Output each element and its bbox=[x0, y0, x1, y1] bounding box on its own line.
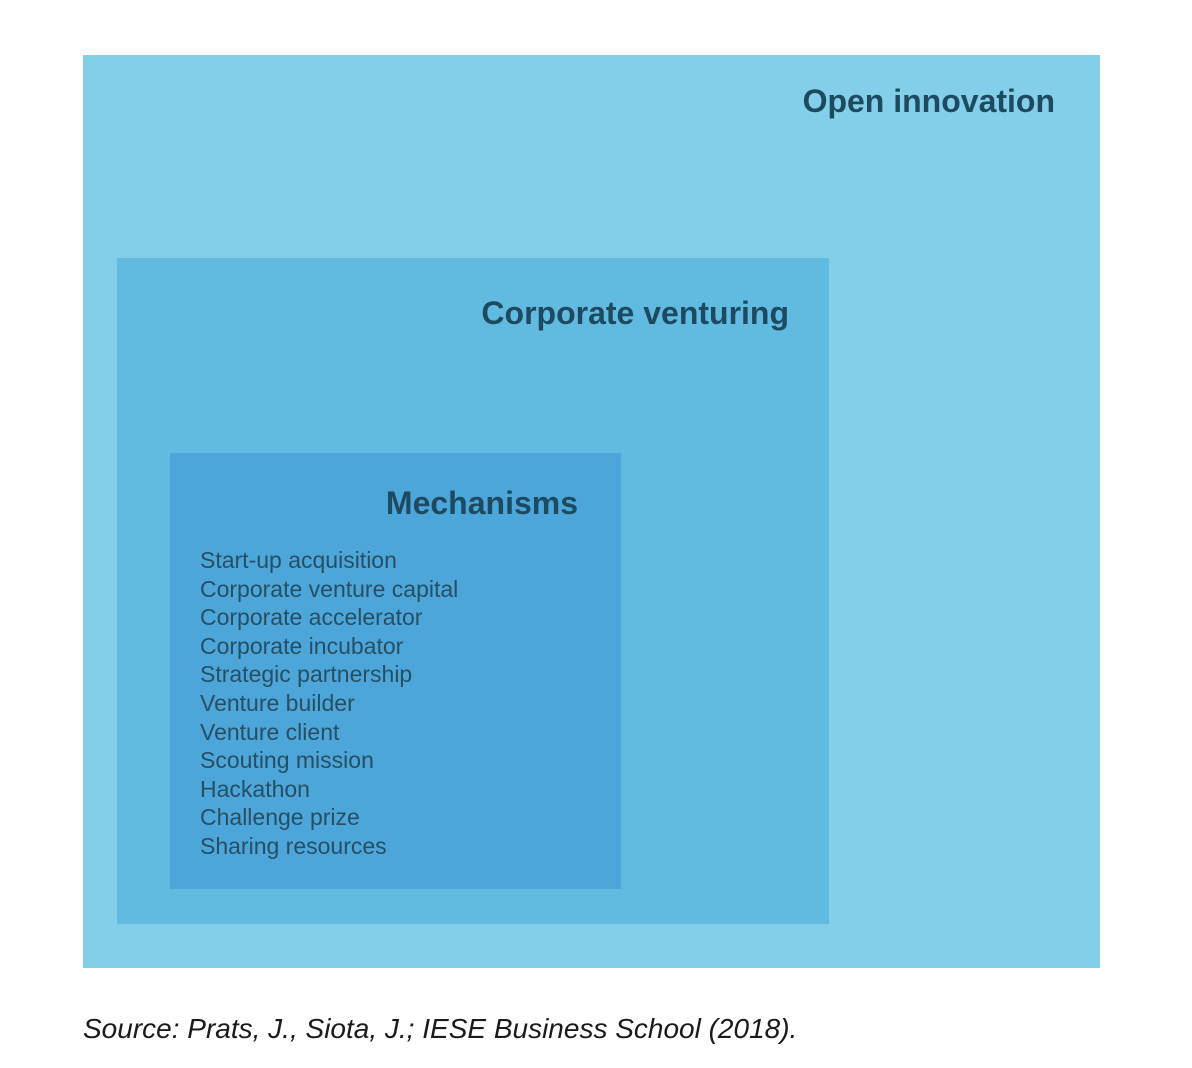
mechanism-item: Strategic partnership bbox=[200, 661, 413, 688]
mechanism-item: Challenge prize bbox=[200, 804, 360, 831]
mechanism-item: Corporate accelerator bbox=[200, 604, 423, 631]
mechanism-list: Start-up acquisition Corporate venture c… bbox=[200, 546, 458, 861]
mechanisms-box: Mechanisms Start-up acquisition Corporat… bbox=[170, 453, 621, 889]
mechanism-item: Hackathon bbox=[200, 775, 310, 802]
open-innovation-title: Open innovation bbox=[802, 83, 1055, 119]
open-innovation-box: Open innovation Corporate venturing Mech… bbox=[83, 55, 1100, 968]
mechanism-item: Scouting mission bbox=[200, 747, 374, 774]
source-citation: Source: Prats, J., Siota, J.; IESE Busin… bbox=[83, 1013, 798, 1044]
corporate-venturing-title: Corporate venturing bbox=[481, 295, 789, 331]
mechanism-item: Venture builder bbox=[200, 689, 355, 716]
mechanism-item: Corporate venture capital bbox=[200, 575, 459, 602]
corporate-venturing-box: Corporate venturing Mechanisms Start-up … bbox=[117, 258, 829, 924]
mechanism-item: Venture client bbox=[200, 718, 340, 745]
mechanism-item: Start-up acquisition bbox=[200, 547, 397, 573]
mechanism-item: Corporate incubator bbox=[200, 632, 404, 659]
mechanisms-title: Mechanisms bbox=[385, 485, 578, 521]
mechanism-item: Sharing resources bbox=[200, 832, 387, 859]
